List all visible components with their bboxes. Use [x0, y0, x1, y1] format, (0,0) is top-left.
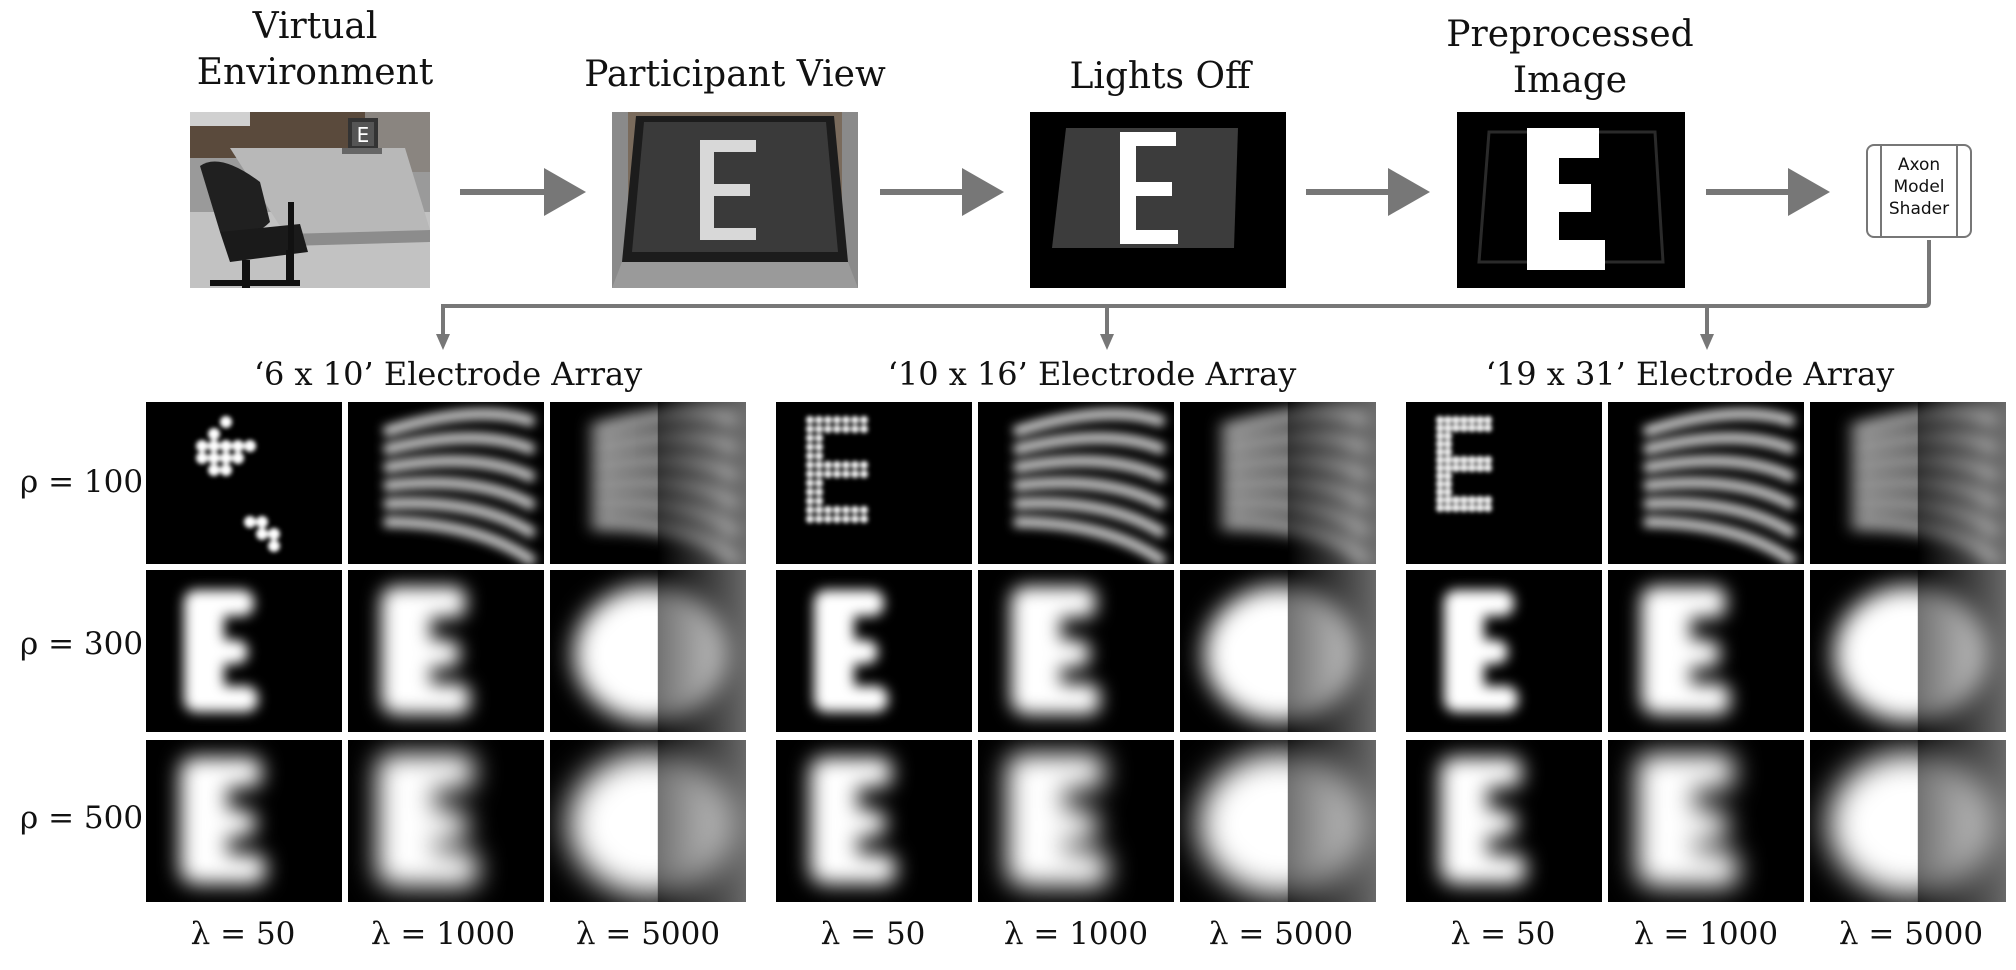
- phosphene-panel: [1810, 570, 2006, 732]
- phosphene-panel: [1608, 402, 1804, 564]
- col-label-lambda-50: λ = 50: [1450, 916, 1556, 952]
- phosphene-panel: [1810, 402, 2006, 564]
- array-label-6x10: ‘6 x 10’ Electrode Array: [253, 355, 643, 393]
- participant-view-image: [612, 112, 858, 288]
- shader-left-bar: [1880, 146, 1882, 236]
- phosphene-panel: [550, 740, 746, 902]
- phosphene-panel: [1406, 570, 1602, 732]
- svg-text:E: E: [357, 123, 370, 147]
- col-label-lambda-5000: λ = 5000: [1838, 916, 1984, 952]
- phosphene-panel: [550, 402, 746, 564]
- col-label-lambda-1000: λ = 1000: [1003, 916, 1149, 952]
- phosphene-panel: [1406, 402, 1602, 564]
- axon-model-shader-box: Axon Model Shader: [1866, 144, 1972, 238]
- array-label-19x31: ‘19 x 31’ Electrode Array: [1485, 355, 1895, 393]
- col-label-lambda-5000: λ = 5000: [575, 916, 721, 952]
- phosphene-panel: [348, 402, 544, 564]
- phosphene-panel: [146, 570, 342, 732]
- phosphene-panel: [146, 402, 342, 564]
- shader-right-bar: [1956, 146, 1958, 236]
- col-label-lambda-50: λ = 50: [820, 916, 926, 952]
- stage-label-virtual-environment: Virtual Environment: [196, 6, 434, 93]
- phosphene-panel: [1180, 570, 1376, 732]
- phosphene-panel: [1608, 570, 1804, 732]
- shader-label: Axon Model Shader: [1888, 155, 1950, 219]
- stage-label-preprocessed-image: Preprocessed Image: [1446, 14, 1694, 101]
- phosphene-panel: [978, 402, 1174, 564]
- lights-off-image: [1030, 112, 1286, 288]
- phosphene-panel: [978, 740, 1174, 902]
- col-label-lambda-50: λ = 50: [190, 916, 296, 952]
- phosphene-panel: [348, 570, 544, 732]
- phosphene-panel: [1810, 740, 2006, 902]
- array-label-10x16: ‘10 x 16’ Electrode Array: [887, 355, 1297, 393]
- phosphene-panel: [776, 570, 972, 732]
- col-label-lambda-5000: λ = 5000: [1208, 916, 1354, 952]
- phosphene-panel: [550, 570, 746, 732]
- row-label-rho-300: ρ = 300: [20, 626, 144, 662]
- row-label-rho-500: ρ = 500: [20, 800, 144, 836]
- phosphene-panel: [1180, 402, 1376, 564]
- phosphene-panel: [978, 570, 1174, 732]
- preprocessed-image: [1457, 112, 1685, 288]
- col-label-lambda-1000: λ = 1000: [370, 916, 516, 952]
- stage-label-lights-off: Lights Off: [1069, 56, 1251, 97]
- phosphene-panel: [1406, 740, 1602, 902]
- phosphene-panel: [776, 740, 972, 902]
- virtual-environment-image: E: [190, 112, 430, 288]
- phosphene-panel: [348, 740, 544, 902]
- stage-label-participant-view: Participant View: [584, 54, 886, 95]
- phosphene-panel: [146, 740, 342, 902]
- col-label-lambda-1000: λ = 1000: [1633, 916, 1779, 952]
- phosphene-panel: [1180, 740, 1376, 902]
- phosphene-panel: [776, 402, 972, 564]
- phosphene-panel: [1608, 740, 1804, 902]
- row-label-rho-100: ρ = 100: [20, 464, 144, 500]
